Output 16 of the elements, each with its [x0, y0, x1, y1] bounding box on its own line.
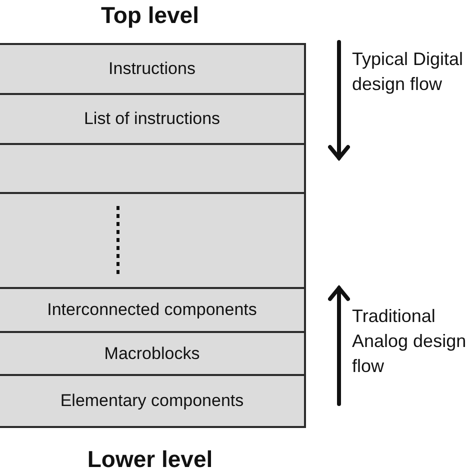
flow-label: Typical Digital design flow	[352, 48, 464, 96]
layer-box	[0, 43, 306, 95]
flow-label: Traditional Analog design flow	[352, 305, 468, 378]
layer-label: Elementary components	[60, 391, 244, 411]
layer-label: List of instructions	[84, 109, 220, 129]
layer-box	[0, 287, 306, 333]
layer-box	[0, 331, 306, 376]
layer-label: Macroblocks	[104, 344, 200, 364]
layer-box	[0, 93, 306, 145]
layer-label: Instructions	[108, 59, 196, 79]
layer-box	[0, 143, 306, 194]
layer-box	[0, 374, 306, 428]
layer-label: Interconnected components	[47, 300, 257, 320]
diagram-title: Top level	[100, 2, 200, 29]
layer-box	[0, 192, 306, 289]
level-label: Lower level	[86, 446, 214, 473]
